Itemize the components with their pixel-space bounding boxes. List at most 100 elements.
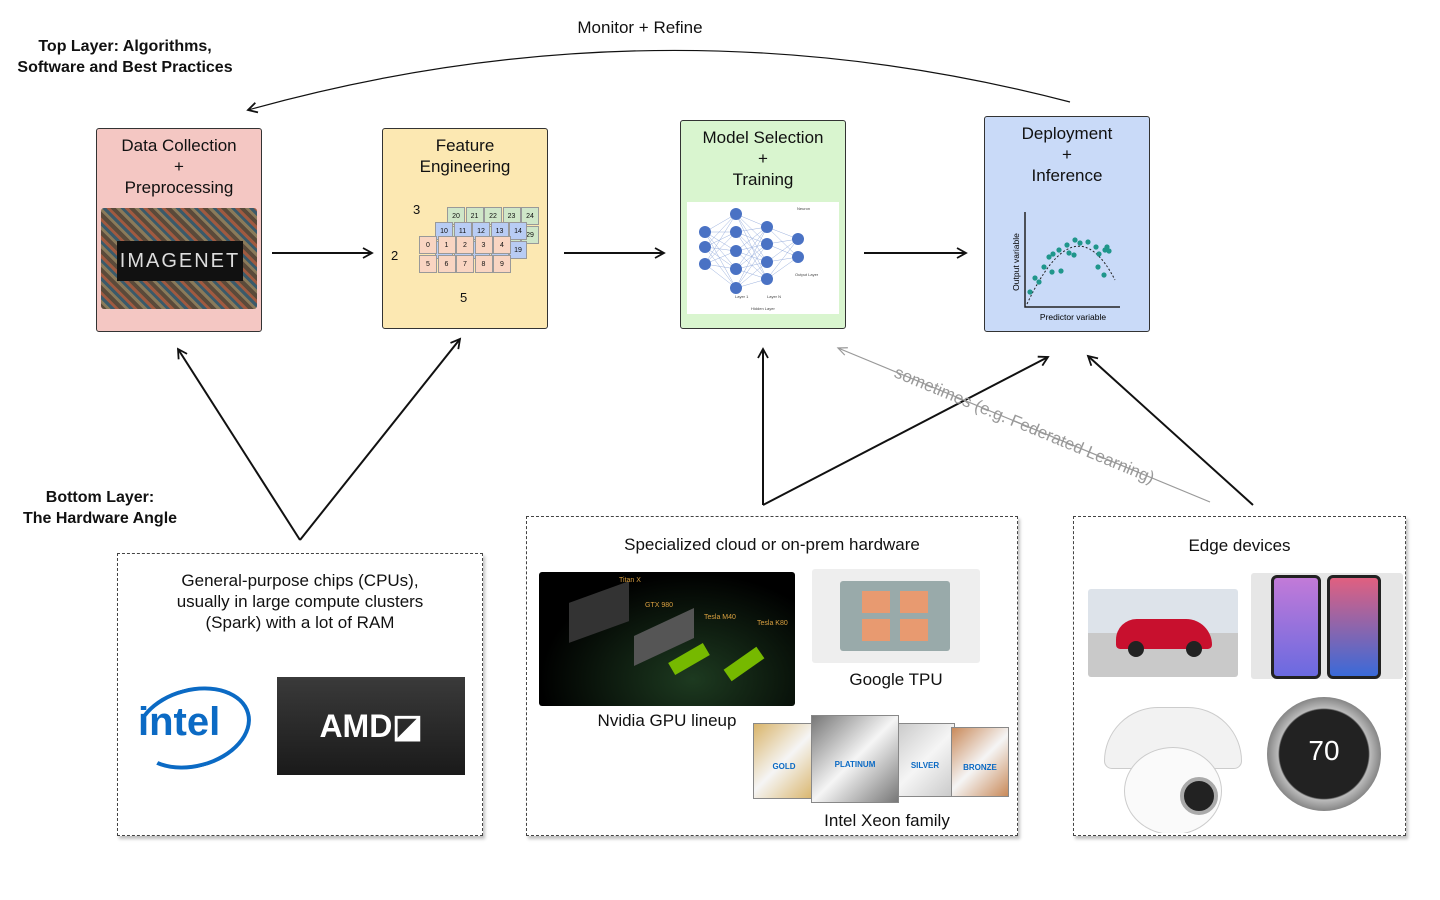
nn-edge [704,231,737,270]
tensor-cell: 9 [493,255,511,273]
nn-edge [766,226,799,258]
cpu-hardware-box: General-purpose chips (CPUs), usually in… [117,553,483,836]
xeon-caption: Intel Xeon family [824,811,950,830]
nn-edge [735,226,768,252]
tensor-cell: 5 [419,255,437,273]
scatter-point [1085,239,1091,245]
nn-edge [735,226,768,270]
scatter-point [1036,279,1042,285]
bottom-layer-label: Bottom Layer: The Hardware Angle [22,489,178,527]
scatter-point [1101,272,1107,278]
security-camera-image [1104,707,1242,833]
amd-logo: AMD◪ [277,677,465,775]
feedback-label: Monitor + Refine [577,18,703,37]
xeon-chip: BRONZE [951,727,1009,797]
axes [1024,212,1120,308]
xeon-tier-label: SILVER [910,761,940,770]
tensor-cell: 24 [521,207,539,225]
xeon-tier-label: GOLD [772,762,796,771]
nn-neuron [730,245,742,257]
nn-edge [704,231,737,252]
cpu-title: General-purpose chips (CPUs), usually in… [176,571,424,632]
nn-edge [704,231,737,289]
scatter-point [1095,264,1101,270]
nn-neuron [730,208,742,220]
scatter-point [1066,250,1072,256]
gpu-label: GTX 980 [645,602,674,609]
nn-edge [704,246,737,289]
gpu-caption: Nvidia GPU lineup [597,711,737,730]
scatter-point [1032,275,1038,281]
nn-neuron [761,238,773,250]
scatter-point [1077,240,1083,246]
nn-edge [766,256,799,280]
amd-text: AMD [319,708,393,744]
stage-title: Model Selection + Training [702,128,824,189]
nn-label: Hidden Layer [751,306,775,311]
nn-edge [704,231,737,265]
nn-label: Neuron [797,206,810,211]
stage-title: Feature Engineering [419,136,511,176]
scatter-point [1072,237,1078,243]
nn-edge [735,226,768,289]
scatter-point [1049,269,1055,275]
federated-arrow [836,347,1211,503]
nn-neuron [699,226,711,238]
nn-edge [735,231,768,263]
tensor-cell: 3 [474,236,493,254]
nn-neuron [792,233,804,245]
top-layer-label: Top Layer: Algorithms, Software and Best… [17,38,233,76]
tensor-dim-label: 5 [460,290,468,305]
gpu-label: Tesla K80 [757,620,788,627]
nn-neuron [761,273,773,285]
scatter-point [1071,252,1077,258]
tensor-dim-label: 2 [391,248,399,263]
imagenet-logo: IMAGENET [117,241,243,281]
tensor-cell: 2 [456,236,474,254]
nn-neuron [699,241,711,253]
nn-edge [704,213,737,265]
nn-neuron [761,221,773,233]
tensor-dim-label: 3 [413,202,421,217]
nn-neuron [730,282,742,294]
google-tpu-image [812,569,980,663]
nvidia-gpu-image: Titan X GTX 980 Tesla M40 Tesla K80 [539,572,795,706]
cloud-hardware-box: Specialized cloud or on-prem hardware Ti… [526,516,1018,836]
scatter-point [1058,268,1064,274]
thermostat-value: 70 [1308,735,1340,766]
scatter-point [1093,244,1099,250]
tpu-caption: Google TPU [849,670,943,689]
scatter-point [1056,247,1062,253]
xeon-tier-label: BRONZE [963,763,997,772]
nn-edge [766,238,799,280]
scatter-point [1027,289,1033,295]
nn-neuron [761,256,773,268]
edge-devices-box: Edge devices 70 [1073,516,1406,836]
nest-thermostat-image: 70 [1267,697,1381,811]
nn-edge [735,213,768,245]
feedback-arrow [246,49,1071,114]
tensor-cell: 19 [509,241,527,259]
x-axis-label: Predictor variable [1040,312,1106,322]
scatter-point [1046,254,1052,260]
scatter-point [1106,248,1112,254]
edge-title: Edge devices [1188,536,1291,555]
nn-edge [735,243,768,289]
scatter-point [1050,251,1056,257]
gpu-label: Titan X [619,577,641,584]
tensor-cell: 8 [474,255,493,273]
nn-label: Layer N [767,294,781,299]
nn-neuron [792,251,804,263]
scatter-point [1104,244,1110,250]
intel-logo: intel [138,700,221,744]
tensor-cell: 1 [437,236,456,254]
imagenet-image: IMAGENET [101,208,257,309]
tensor-cell: 7 [456,255,474,273]
stage-title: Data Collection + Preprocessing [121,136,237,197]
